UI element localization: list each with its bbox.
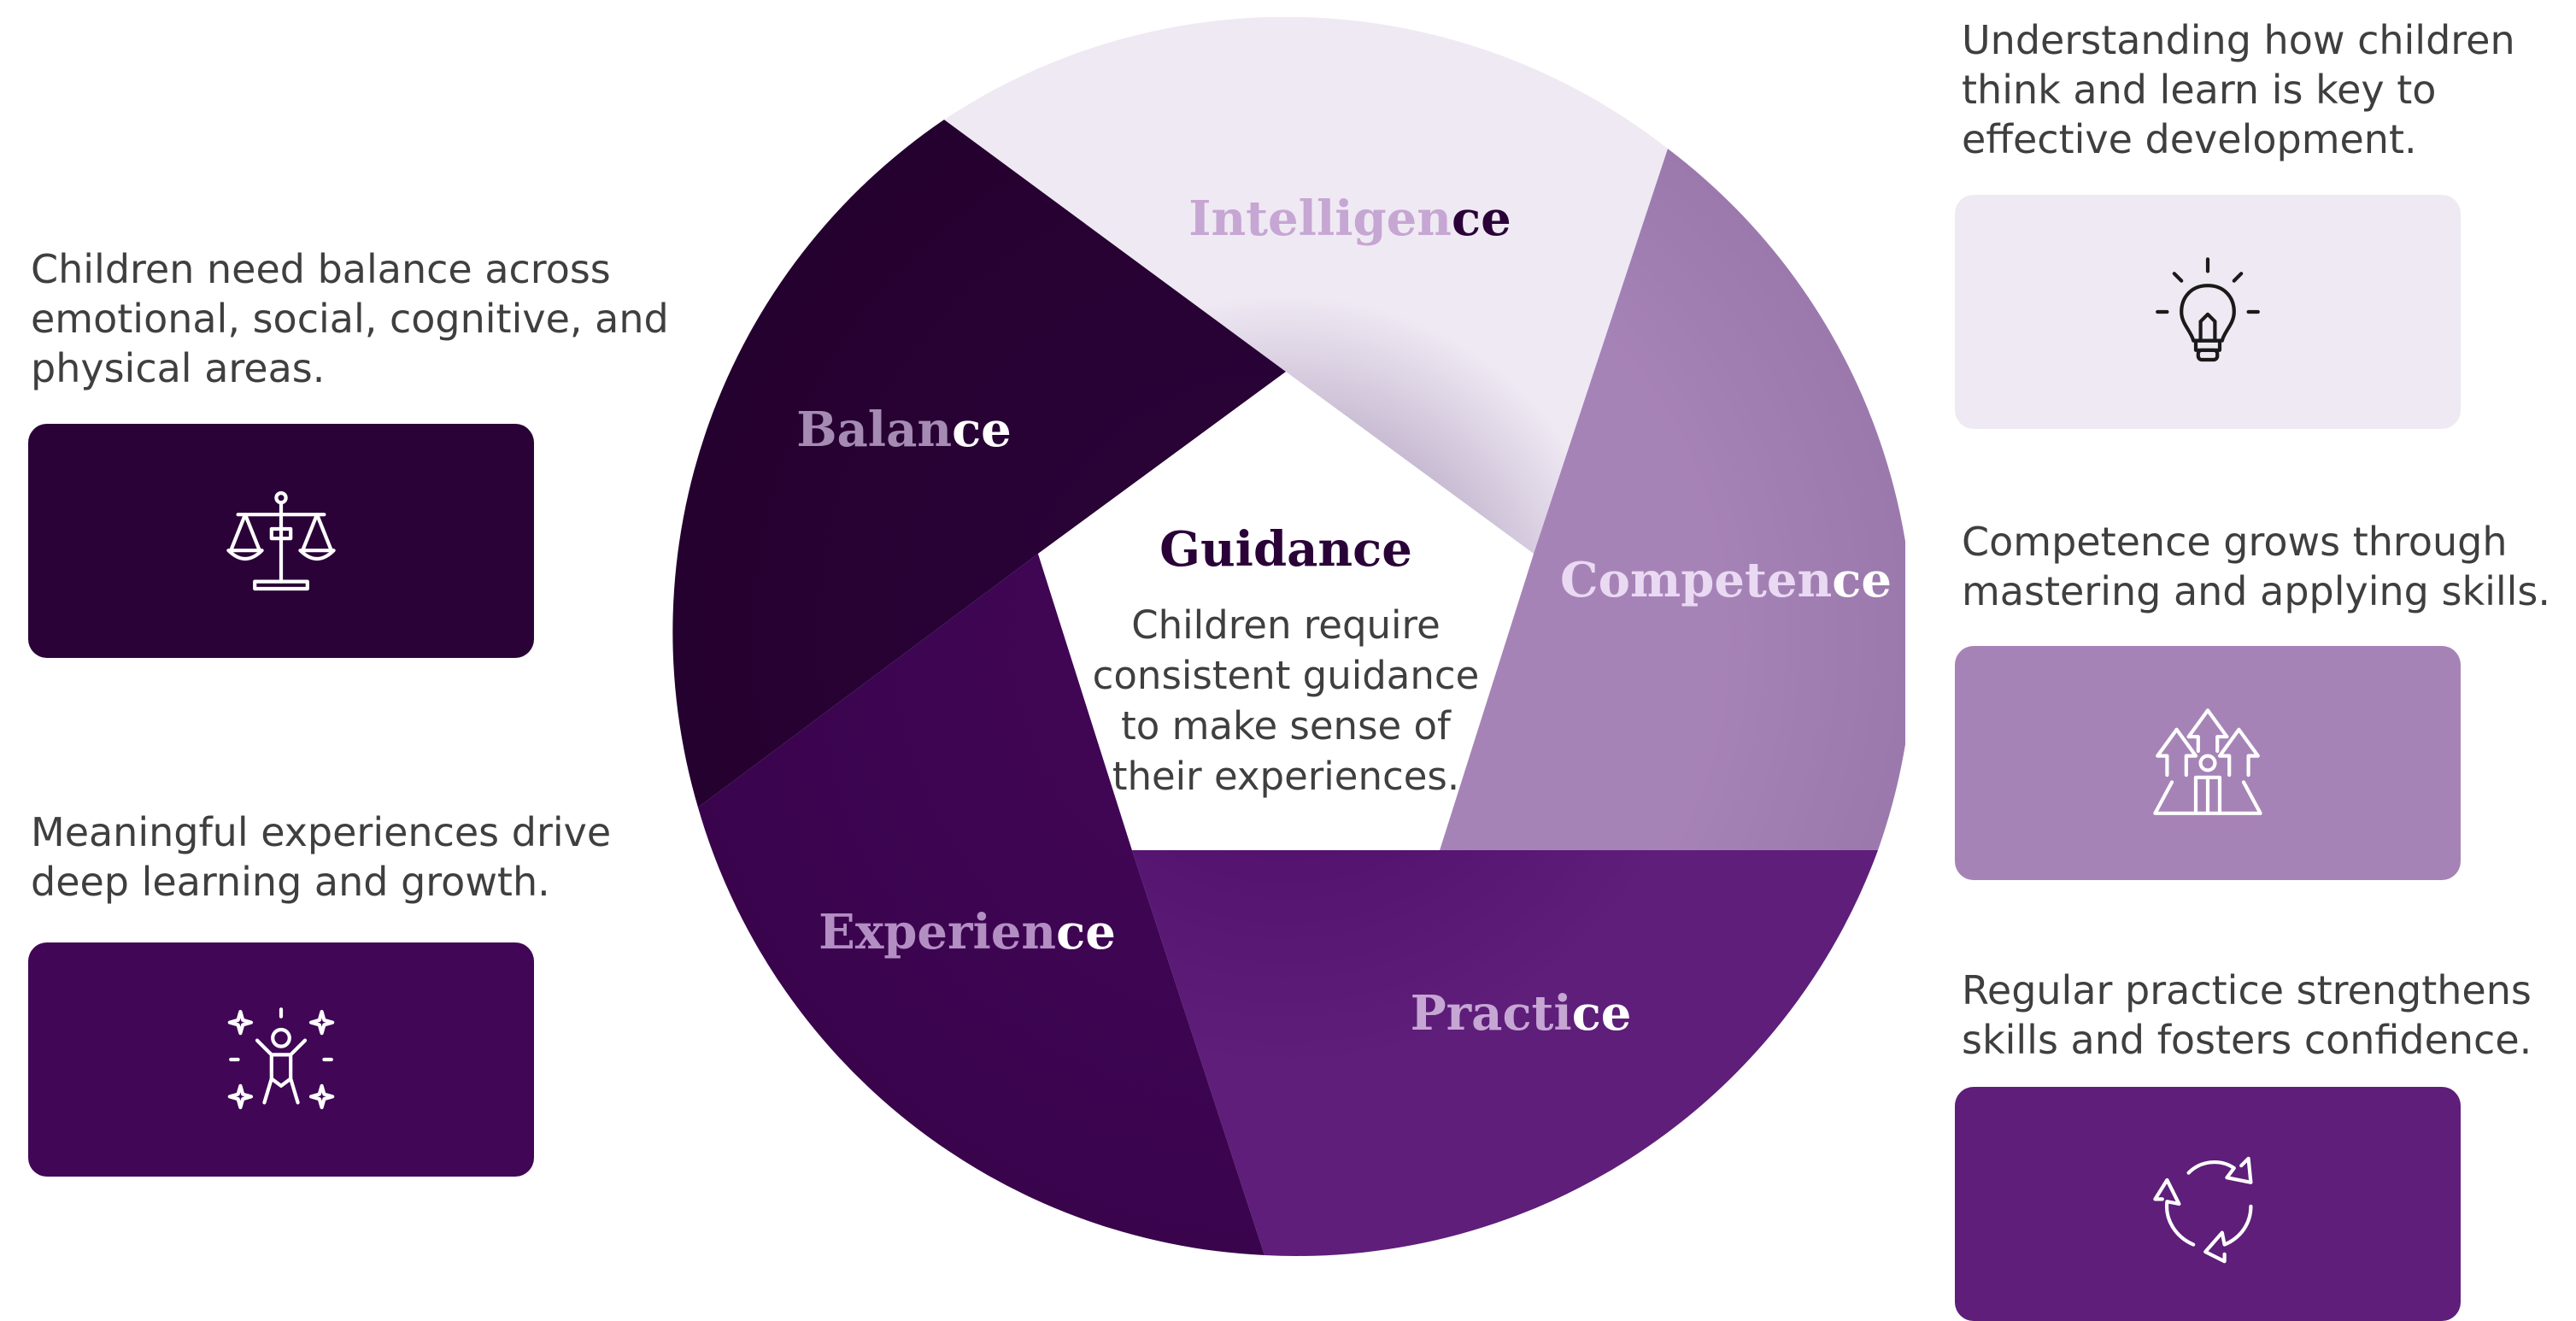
experience-segment xyxy=(698,554,1265,1255)
growth-arrows-icon xyxy=(2153,708,2262,815)
practice-card xyxy=(1955,1087,2461,1321)
sparkle-person-icon xyxy=(227,1007,335,1110)
experience-label: Experience xyxy=(819,904,1116,960)
experience-description: Meaningful experiences drive deep learni… xyxy=(31,809,612,905)
balance-description: Children need balance across emotional, … xyxy=(31,246,669,391)
scales-icon xyxy=(226,490,336,591)
intelligence-label: Intelligence xyxy=(1188,191,1511,247)
experience-card xyxy=(28,942,534,1177)
practice-label: Practice xyxy=(1411,985,1632,1042)
competence-segment xyxy=(1440,149,1905,850)
center-pentagon xyxy=(1038,372,1534,850)
balance-label: Balance xyxy=(796,402,1012,458)
practice-description: Regular practice strengthens skills and … xyxy=(1962,967,2532,1063)
balance-segment xyxy=(672,120,1286,807)
center-title: Guidance xyxy=(1159,521,1412,578)
intelligence-description: Understanding how children think and lea… xyxy=(1962,17,2515,162)
intelligence-segment xyxy=(944,17,1668,554)
competence-description: Competence grows through mastering and a… xyxy=(1962,519,2551,614)
center-body-line-4: their experiences. xyxy=(1112,754,1459,799)
intelligence-card xyxy=(1955,195,2461,429)
competence-label: Competence xyxy=(1560,552,1892,608)
competence-card xyxy=(1955,646,2461,880)
cycle-arrows-icon xyxy=(2153,1156,2253,1264)
guidance-wheel: Intelligence Competence Practice Experie… xyxy=(672,17,1905,1256)
balance-card xyxy=(28,424,534,658)
practice-segment xyxy=(1132,850,1878,1256)
lightbulb-icon xyxy=(2156,257,2260,362)
center-body-line-2: consistent guidance xyxy=(1093,653,1480,698)
center-body-line-3: to make sense of xyxy=(1121,703,1452,749)
center-body-line-1: Children require xyxy=(1131,602,1441,648)
